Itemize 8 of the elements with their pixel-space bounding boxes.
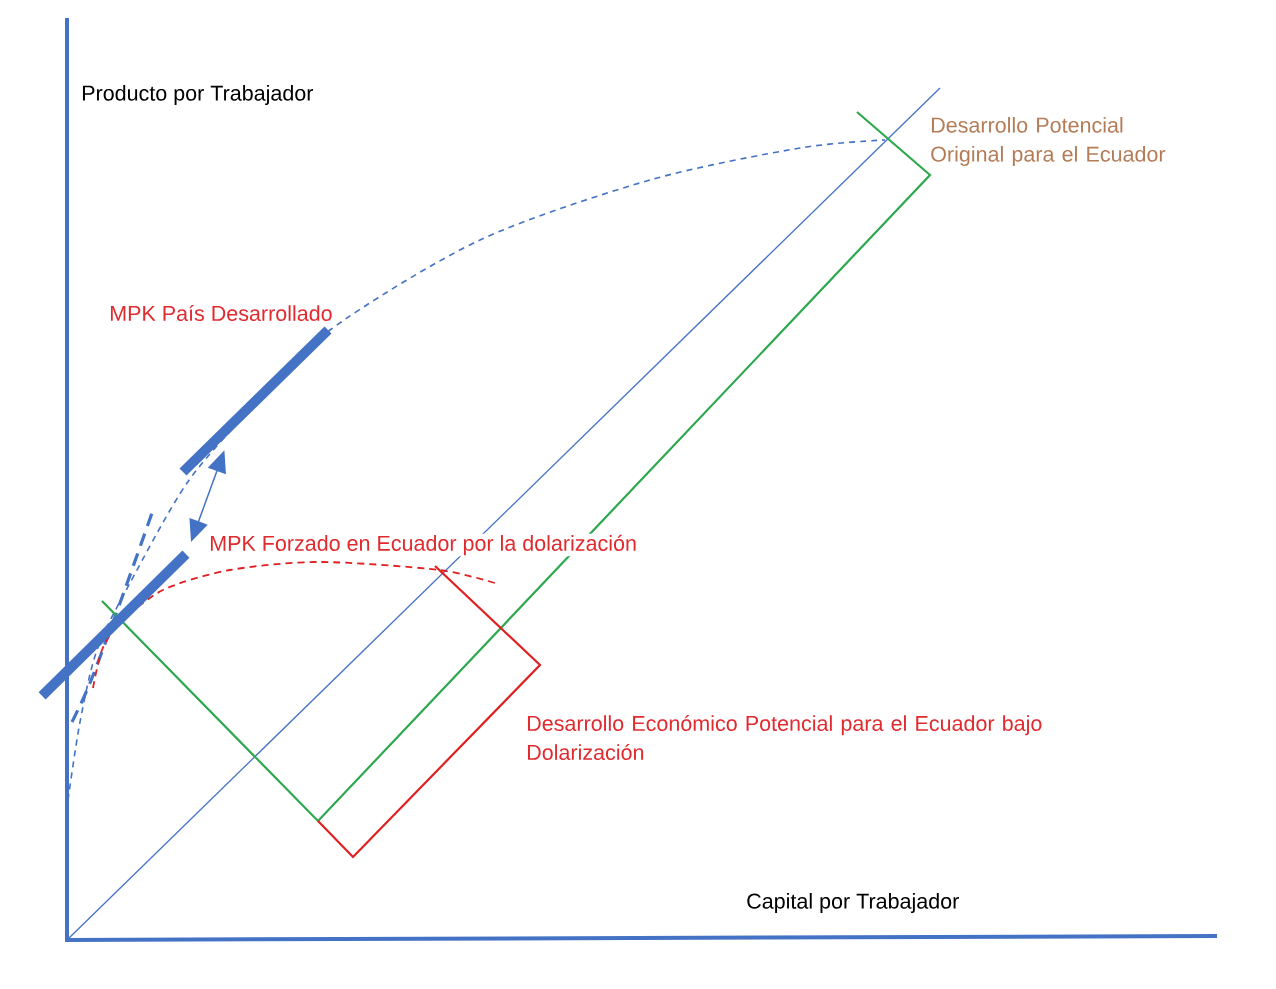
line-label: MPK País Desarrollado <box>110 304 332 321</box>
axis-label: Producto por Trabajador <box>82 85 314 105</box>
annotation-text: Desarrollo Económico Potencial para el Ecuador bajo Dolarización <box>527 714 1042 760</box>
axis-label: Capital por Trabajador <box>747 893 959 914</box>
line-label: MPK Forzado en Ecuador por la dolarización <box>208 533 639 557</box>
annotation-text: Desarrollo Potencial Original para el Ecuador <box>931 117 1166 166</box>
thick-line <box>179 326 332 476</box>
thick-line <box>38 550 190 700</box>
